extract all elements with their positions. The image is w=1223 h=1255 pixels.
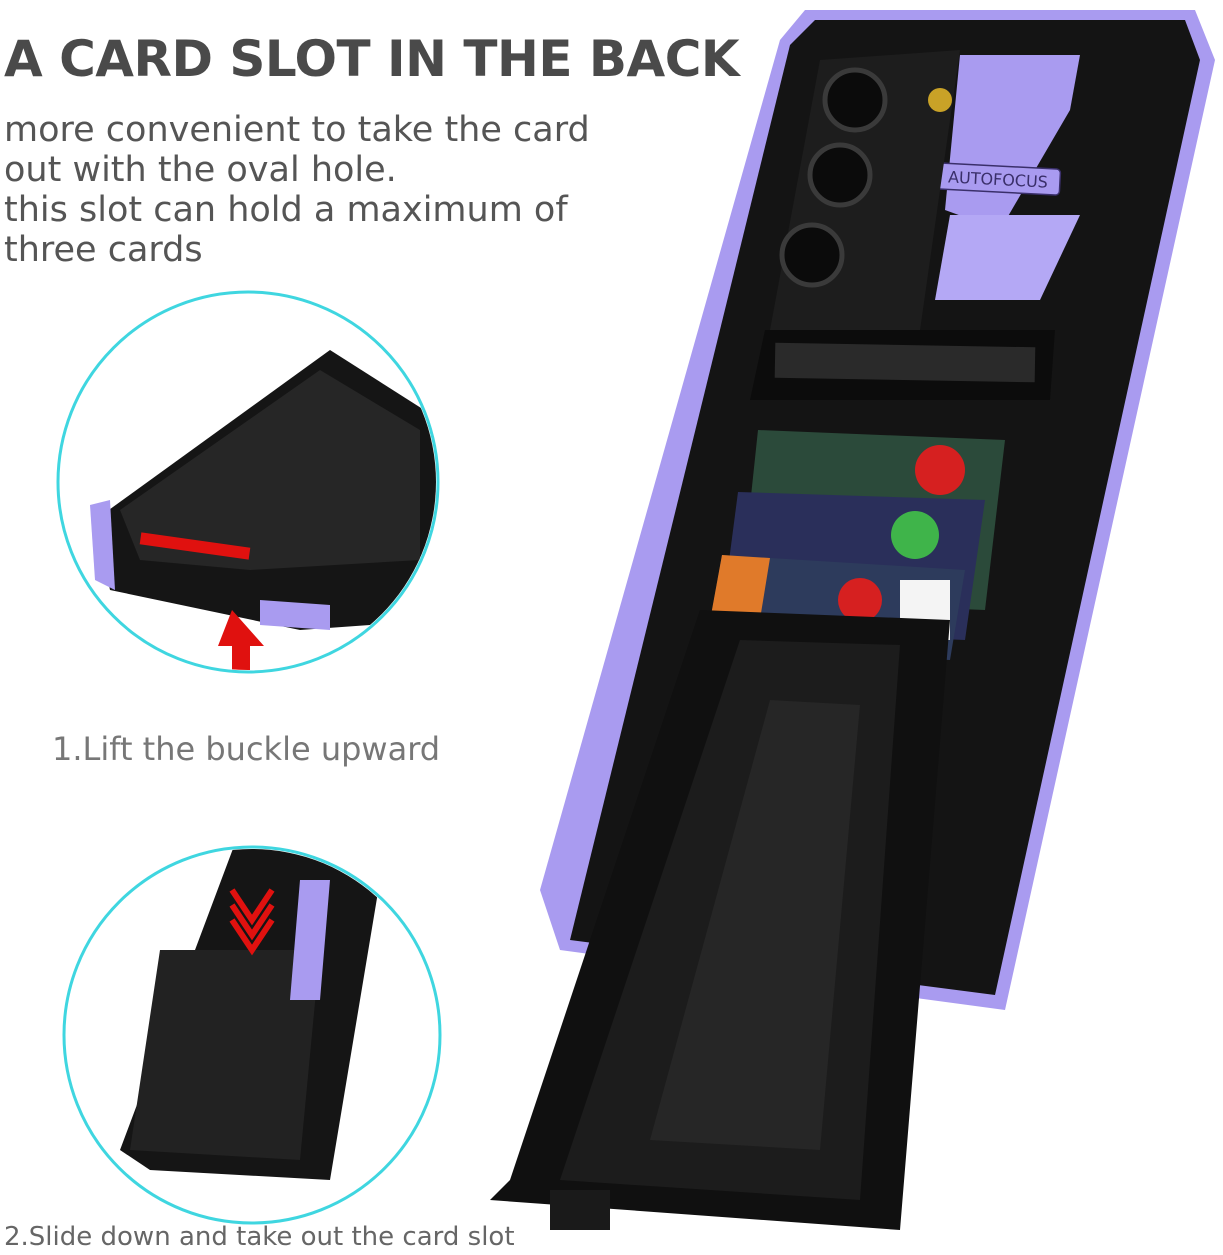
description-line: out with the oval hole.	[4, 150, 397, 190]
description-line: more convenient to take the card	[4, 110, 590, 150]
page-title: A CARD SLOT IN THE BACK	[4, 30, 740, 88]
arrow-up-icon	[218, 610, 264, 670]
description: more convenient to take the card out wit…	[4, 110, 644, 270]
phone-case: AUTOFOCUS	[490, 10, 1215, 1230]
step-2-caption: 2.Slide down and take out the card slot	[4, 1222, 515, 1252]
description-line: this slot can hold a maximum of	[4, 190, 568, 230]
step-1-caption: 1.Lift the buckle upward	[52, 730, 441, 768]
chevron-down-icon	[229, 888, 275, 956]
detail-circle-lift-buckle	[56, 290, 440, 674]
description-line: three cards	[4, 230, 203, 270]
detail-circle-slide-down	[62, 845, 442, 1225]
